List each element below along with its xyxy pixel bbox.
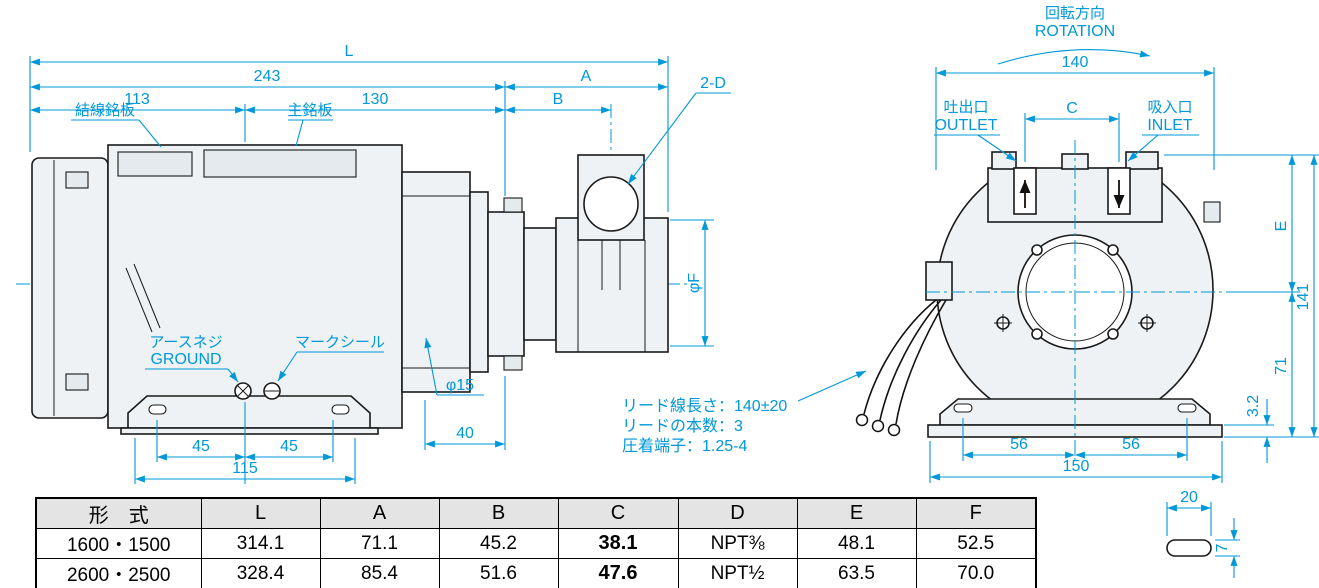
cell-C: 47.6 (557, 558, 679, 588)
cell-model: 2600・2500 (35, 558, 202, 588)
crimp-terminal-icon (871, 419, 885, 433)
cell-E: 48.1 (796, 528, 917, 559)
cell-model: 1600・1500 (35, 528, 202, 559)
cell-F: 52.5 (915, 528, 1037, 559)
port-flange (555, 154, 669, 353)
label-mark-seal: マークシール (295, 334, 385, 351)
label-outlet-jp: 吐出口 (943, 99, 988, 116)
col-header-C: C (557, 497, 679, 529)
table-row: 2600・2500 328.4 85.4 51.6 47.6 NPT½ 63.5… (35, 558, 1037, 588)
label-ground: GROUND (150, 351, 221, 368)
side-view-dimensions: L 243 A 113 130 B 2-D 結線銘板 主銘板 アースネジ GRO… (29, 43, 731, 484)
cell-C: 38.1 (557, 528, 679, 559)
ground-screw (234, 382, 252, 400)
label-wiring-nameplate: 結線銘板 (75, 101, 135, 119)
pump-bracket (401, 171, 557, 393)
mounting-foot (120, 382, 379, 435)
mark-seal (263, 382, 281, 400)
dim-56-left: 56 (1010, 436, 1028, 453)
cell-B: 51.6 (438, 558, 559, 588)
col-header-model: 形 式 (35, 497, 202, 529)
rotation-arc-arrow-icon (997, 49, 1151, 65)
dim-141: 141 (1295, 284, 1312, 311)
dim-243: 243 (254, 68, 281, 85)
wire-outlet-box (925, 261, 953, 301)
dim-56-right: 56 (1122, 436, 1140, 453)
spec-table: 形 式 L A B C D E F 1600・1500 314.1 71.1 4… (35, 497, 1037, 588)
cell-A: 85.4 (319, 558, 440, 588)
lead-wire-leader (797, 370, 867, 402)
front-base (927, 398, 1223, 438)
dim-40: 40 (456, 425, 474, 442)
cell-L: 328.4 (200, 558, 321, 588)
col-header-L: L (200, 497, 321, 529)
dim-7: 7 (1214, 543, 1231, 552)
dim-3-2: 3.2 (1245, 395, 1262, 417)
port-hole-2d (583, 176, 639, 232)
dim-71: 71 (1273, 357, 1290, 375)
dim-B: B (553, 91, 564, 108)
dim-150: 150 (1063, 458, 1090, 475)
dim-C: C (1066, 100, 1078, 117)
dim-45-right: 45 (280, 438, 298, 455)
label-inlet-jp: 吸入口 (1147, 99, 1192, 116)
dim-phiF: φF (686, 273, 703, 293)
dim-E: E (1273, 221, 1290, 232)
dim-L: L (345, 43, 354, 60)
front-view (855, 140, 1235, 462)
dim-140: 140 (1062, 54, 1089, 71)
dim-115: 115 (232, 460, 258, 477)
wiring-nameplate (117, 151, 193, 177)
crimp-terminal-icon (855, 413, 869, 427)
main-nameplate (203, 149, 357, 178)
lead-wires (855, 299, 947, 437)
dim-20: 20 (1180, 489, 1198, 506)
dim-A: A (581, 68, 592, 85)
dim-45-left: 45 (192, 438, 210, 455)
col-header-A: A (319, 497, 440, 529)
label-rotation-jp: 回転方向 (1045, 5, 1105, 22)
side-view (16, 104, 696, 435)
cell-D: NPT⅜ (677, 528, 798, 559)
lead-wire-notes: リード線長さ：140±20 リードの本数：3 圧着端子：1.25-4 (622, 397, 787, 455)
mounting-slot-detail: 20 7 (1166, 489, 1240, 578)
cell-B: 45.2 (438, 528, 559, 559)
col-header-D: D (677, 497, 798, 529)
col-header-B: B (438, 497, 559, 529)
col-header-F: F (915, 497, 1037, 529)
label-rotation-en: ROTATION (1035, 23, 1115, 40)
casing-bolt-right (1138, 314, 1156, 332)
cell-D: NPT½ (677, 558, 798, 588)
note-crimp-terminal: 圧着端子：1.25-4 (622, 437, 747, 455)
dim-113: 113 (124, 91, 150, 108)
label-inlet-en: INLET (1147, 117, 1193, 134)
cell-L: 314.1 (200, 528, 321, 559)
dim-phi15: φ15 (446, 377, 474, 394)
table-row: 1600・1500 314.1 71.1 45.2 38.1 NPT⅜ 48.1… (35, 528, 1037, 559)
note-lead-length: リード線長さ：140±20 (622, 397, 787, 415)
motor-rear-cap (31, 157, 109, 419)
label-outlet-en: OUTLET (934, 117, 997, 134)
casing-bolt-left (994, 314, 1012, 332)
crimp-terminal-icon (887, 423, 901, 437)
col-header-E: E (796, 497, 917, 529)
port-block (987, 151, 1163, 223)
label-main-nameplate: 主銘板 (287, 101, 332, 119)
front-view-dimensions: 回転方向 ROTATION 140 C 吐出口 OUTLET 吸入口 INLET… (797, 5, 1319, 483)
table-header-row: 形 式 L A B C D E F (35, 497, 1037, 529)
note-lead-count: リードの本数：3 (622, 417, 743, 435)
cell-A: 71.1 (319, 528, 440, 559)
slot-hole (1166, 539, 1212, 557)
callout-2d: 2-D (700, 75, 726, 92)
slot-dimensions: 20 7 (1166, 489, 1240, 578)
cell-E: 63.5 (796, 558, 917, 588)
label-earth-screw: アースネジ (149, 334, 222, 351)
motor-body (107, 144, 403, 429)
cell-F: 70.0 (915, 558, 1037, 588)
dim-130: 130 (362, 91, 389, 108)
